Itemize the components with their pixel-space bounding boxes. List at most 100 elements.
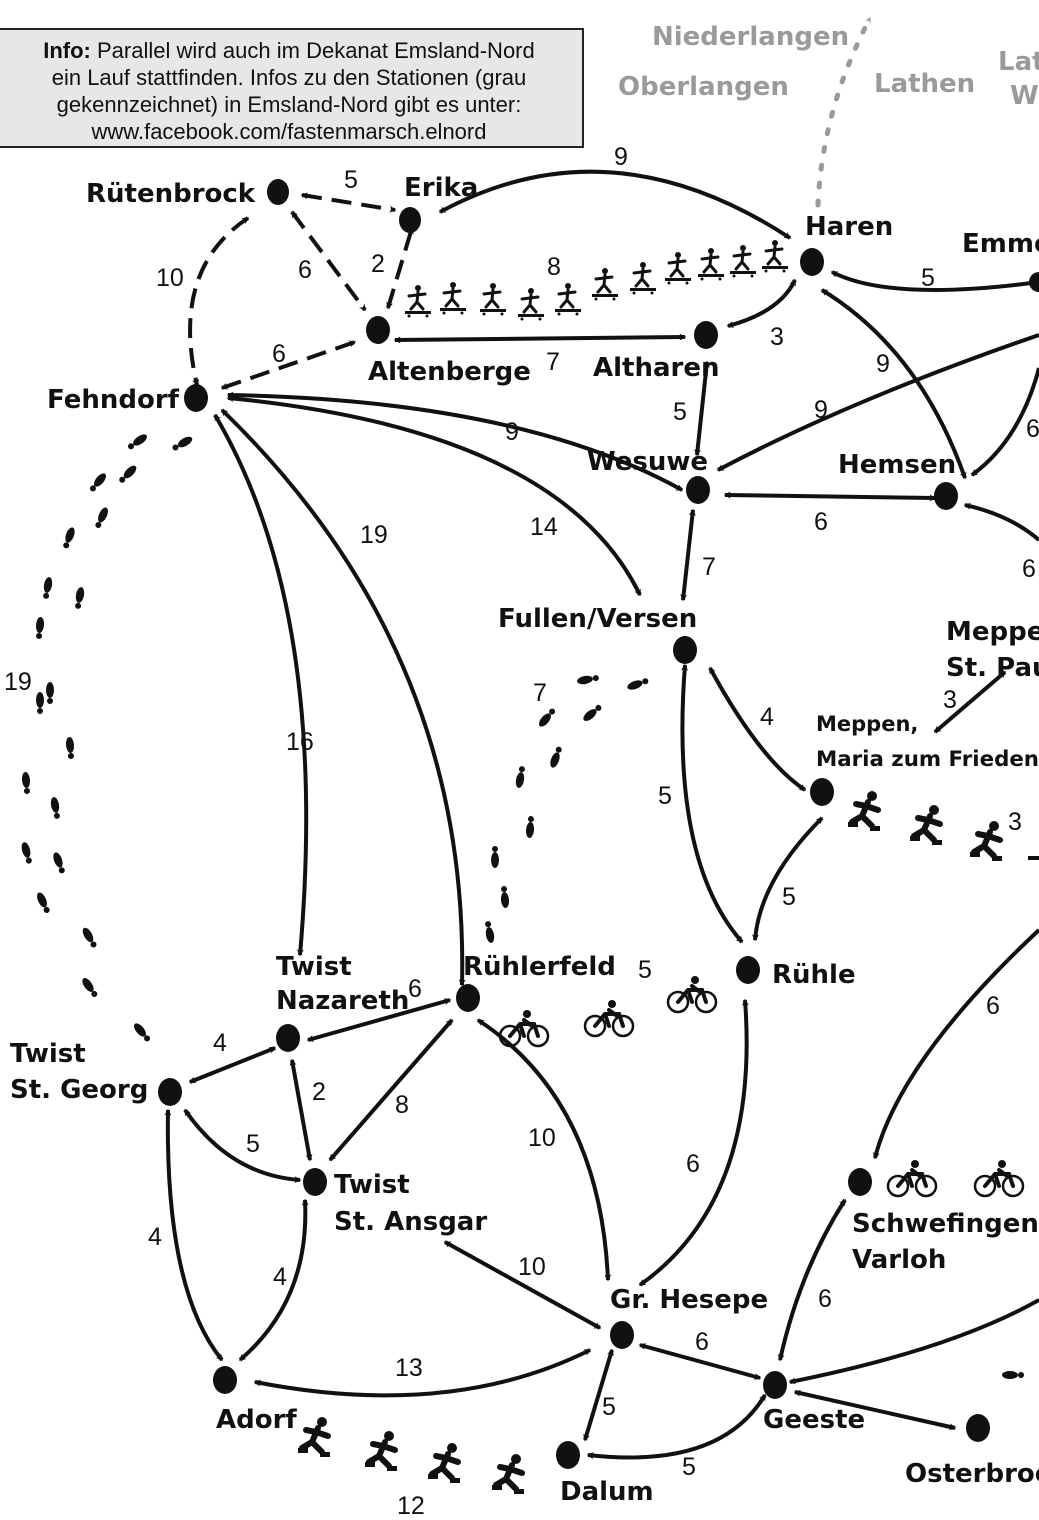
route-fehndorf-nazareth [213, 413, 309, 957]
label-twist-nazareth-1: Twist [276, 952, 352, 982]
cyclist-icon [583, 998, 635, 1038]
label-geeste: Geeste [763, 1405, 865, 1435]
dist-wesuwe-fullen: 7 [702, 553, 716, 581]
dist-fullen-maria: 4 [760, 703, 774, 731]
route-geeste-dalum [586, 1393, 767, 1460]
route-east-schwefingen [872, 928, 1039, 1160]
route-wesuwe-hemsen [723, 491, 937, 502]
footprint-icon [117, 463, 139, 485]
label-twist-ansgar-1: Twist [334, 1170, 410, 1200]
route-georg-adorf [164, 1108, 224, 1362]
label-ruehlerfeld: Rühlerfeld [463, 952, 616, 982]
dist-erika-altenberge: 2 [371, 250, 385, 278]
label-meppen-paulus-2: St. Pau [946, 653, 1039, 683]
footprint-icon [525, 815, 536, 839]
footprint-icon [576, 673, 600, 686]
footprint-icon [80, 926, 99, 950]
dashed-routes [188, 192, 414, 390]
footprint-icon [73, 586, 86, 610]
route-erika-haren [438, 169, 792, 240]
label-twist-georg-1: Twist [10, 1039, 86, 1069]
route-ruehle-hesepe [638, 998, 749, 1287]
label-dalum: Dalum [560, 1477, 654, 1507]
node-wesuwe [686, 476, 710, 504]
dist-ruehle-hesepe: 6 [686, 1150, 700, 1178]
footprint-icon [126, 432, 149, 452]
info-box: Info: Parallel wird auch im Dekanat Emsl… [0, 28, 584, 148]
route-georg-nazareth [188, 1046, 277, 1084]
info-line-2: ein Lauf stattfinden. Infos zu den Stati… [51, 65, 527, 90]
label-fehndorf: Fehndorf [47, 385, 180, 415]
label-meppen-maria-1: Meppen, [816, 712, 918, 736]
dist-fehndorf-wesuwe: 9 [505, 418, 519, 446]
dist-ansgar-hesepe: 10 [518, 1253, 546, 1281]
footprint-icon [20, 841, 34, 865]
dist-ruehlerfeld-ruehle: 5 [638, 956, 652, 984]
skateboarder-icon [628, 260, 658, 296]
dist-hesepe-dalum: 5 [602, 1393, 616, 1421]
inline-skater-icon [970, 821, 1002, 861]
footprint-icon [36, 692, 44, 714]
label-fullen-versen: Fullen/Versen [498, 604, 697, 634]
footprint-icon [21, 771, 32, 795]
label-lathen: Lathen [874, 69, 975, 99]
node-altenberge [366, 316, 390, 344]
footprint-icon [491, 846, 499, 868]
node-ruehle [736, 956, 760, 984]
node-schwefingen [848, 1168, 872, 1196]
skateboarder-icon [760, 238, 790, 274]
dist-haren-hemsen: 9 [876, 350, 890, 378]
footprint-icon [46, 682, 54, 704]
label-twist-ansgar-2: St. Ansgar [334, 1207, 487, 1237]
route-fehndorf-fullen [226, 395, 642, 597]
route-ruehlerfeld-ansgar [328, 1018, 454, 1162]
route-haren-emmeln [830, 270, 1039, 292]
dist-meppen-link: 3 [943, 686, 957, 714]
footprint-icon [49, 796, 62, 820]
footprint-icon [514, 765, 527, 789]
cycle-route-ruehlerfeld-ruehle [498, 974, 718, 1048]
label-adorf: Adorf [216, 1405, 297, 1435]
footprint-icon [581, 702, 604, 724]
dist-georg-adorf: 4 [148, 1223, 162, 1251]
label-meppen-maria-2: Maria zum Frieden [816, 747, 1039, 771]
node-ruetenbrock [267, 179, 289, 205]
route-fullen-ruehle [680, 663, 744, 944]
footprint-icon [61, 526, 77, 550]
node-twist-nazareth [276, 1024, 300, 1052]
dist-georg-nazareth: 4 [213, 1029, 227, 1057]
route-hesepe-geeste [638, 1343, 762, 1380]
dist-hemsen-east: 6 [1026, 415, 1039, 443]
route-fehndorf-ruehlerfeld [220, 408, 466, 987]
footprint-icon [1002, 1371, 1024, 1379]
dist-altenberge-haren: 8 [547, 253, 561, 281]
node-hemsen [934, 482, 958, 510]
label-altharen: Altharen [593, 353, 719, 383]
skateboarder-icon [663, 250, 693, 286]
footprint-icon [51, 851, 67, 875]
node-emmeln [1029, 272, 1039, 292]
route-east-geeste [788, 1298, 1039, 1385]
footprint-icon [548, 745, 564, 769]
node-altharen [694, 321, 718, 349]
solid-routes [164, 169, 1039, 1460]
skateboarder-icon [516, 286, 546, 322]
footprint-icon [499, 885, 510, 909]
route-schwefingen-geeste [777, 1198, 847, 1362]
label-wesuwe: Wesuwe [587, 447, 708, 477]
inline-skater-icon [298, 1417, 330, 1457]
label-emmeln: Emme [962, 229, 1039, 259]
inline-skater-icon [365, 1431, 397, 1471]
route-ruetenbrock-altenberge [290, 210, 367, 312]
label-twist-nazareth-2: Nazareth [276, 986, 409, 1016]
route-ruetenbrock-erika [300, 192, 397, 213]
node-gr-hesepe [610, 1321, 634, 1349]
route-georg-ansgar [183, 1108, 302, 1184]
label-ruetenbrock: Rütenbrock [86, 179, 256, 209]
node-erika [399, 207, 421, 233]
inline-skate-route-maria [848, 791, 1039, 861]
dist-hesepe-geeste: 6 [695, 1328, 709, 1356]
route-meppen-maria-paulus [933, 670, 1007, 734]
skateboarder-icon [590, 266, 620, 302]
